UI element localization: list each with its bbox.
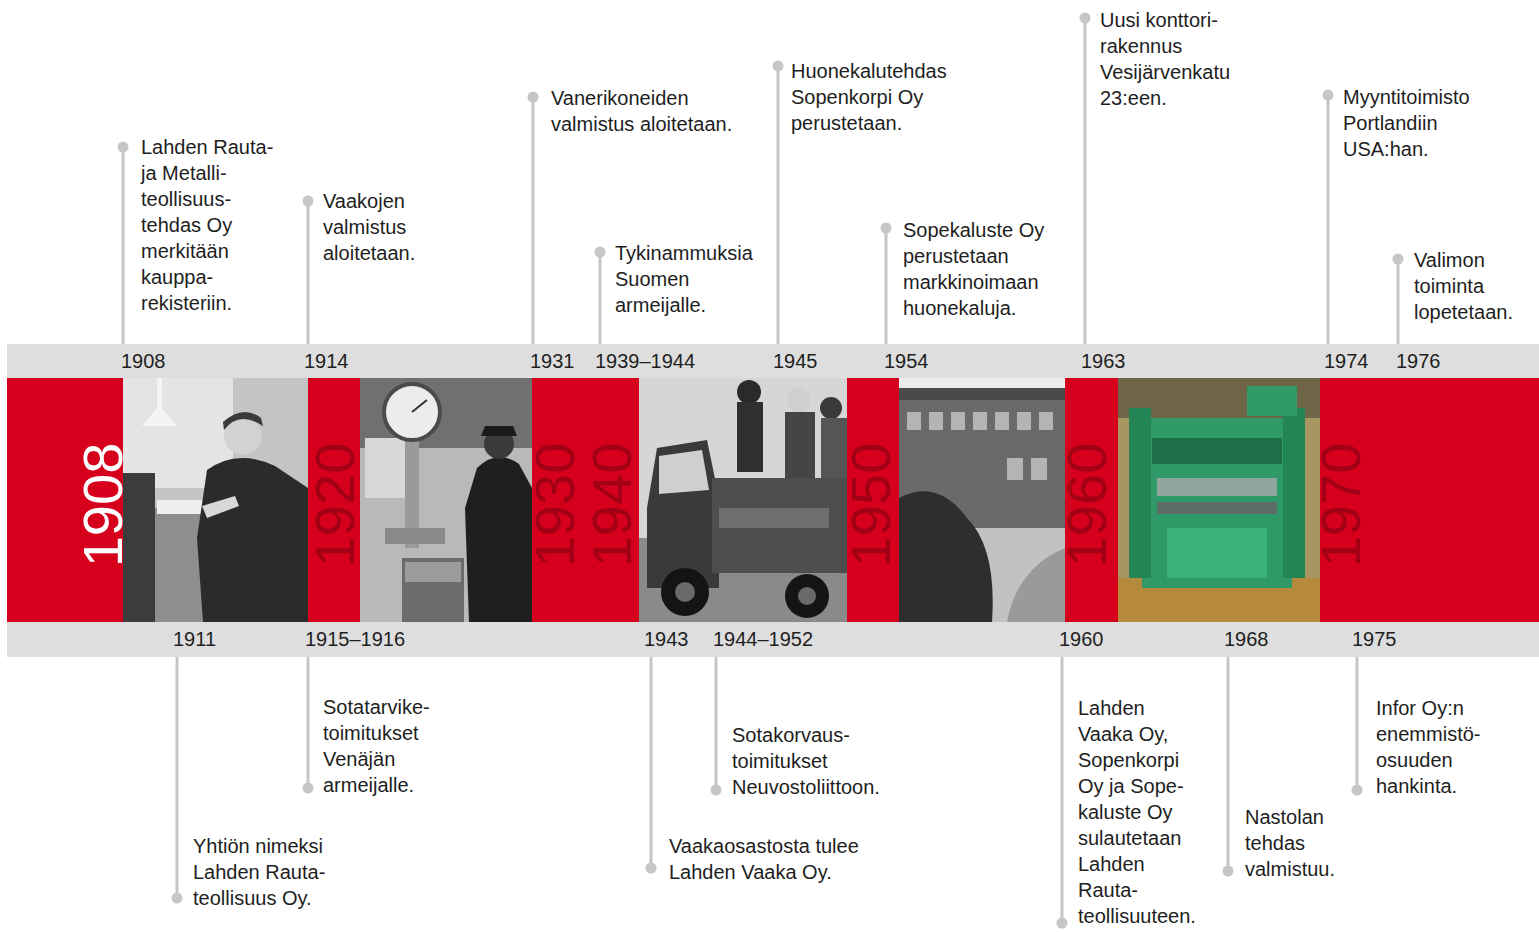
decade-label: 1930 — [527, 443, 583, 568]
event-text: Sotakorvaus- toimitukset Neuvostoliittoo… — [732, 722, 900, 800]
leader-line — [1084, 18, 1087, 344]
leader-dot — [595, 247, 606, 258]
leader-dot — [711, 785, 722, 796]
year-label: 1960 — [1059, 622, 1104, 657]
year-label: 1931 — [530, 344, 575, 378]
leader-line — [650, 657, 653, 868]
event-text: Sotatarvike- toimitukset Venäjän armeija… — [323, 694, 443, 798]
year-label: 1968 — [1224, 622, 1269, 657]
leader-dot — [303, 783, 314, 794]
leader-line — [307, 657, 310, 788]
year-label: 1954 — [884, 344, 929, 378]
event-text: Tykinammuksia Suomen armeijalle. — [615, 240, 765, 318]
year-label: 1963 — [1081, 344, 1126, 378]
year-label: 1914 — [304, 344, 349, 378]
leader-line — [599, 252, 602, 344]
event-text: Yhtiön nimeksi Lahden Rauta- teollisuus … — [193, 833, 335, 911]
year-label: 1939–1944 — [595, 344, 695, 378]
event-text: Nastolan tehdas valmistuu. — [1245, 804, 1350, 882]
leader-dot — [1323, 90, 1334, 101]
archive-photo — [1118, 378, 1320, 622]
event-text: Lahden Vaaka Oy, Sopenkorpi Oy ja Sope- … — [1078, 695, 1201, 929]
year-label: 1944–1952 — [713, 622, 813, 657]
leader-dots — [118, 13, 1404, 929]
leader-line — [122, 147, 125, 344]
leader-line — [532, 97, 535, 344]
event-text: Uusi konttori- rakennus Vesijärvenkatu 2… — [1100, 7, 1255, 111]
leader-line — [715, 657, 718, 790]
leader-dot — [646, 863, 657, 874]
leader-dot — [1393, 254, 1404, 265]
year-label: 1915–1916 — [305, 622, 405, 657]
leader-line — [1327, 95, 1330, 344]
leader-dot — [172, 893, 183, 904]
archive-photo — [123, 378, 308, 622]
leader-line — [307, 201, 310, 344]
archive-photo — [639, 378, 847, 622]
event-text: Sopekaluste Oy perustetaan markkinoimaan… — [903, 217, 1058, 321]
timeline-band: 1908 1920 19301940 1950 1960 1970 — [7, 378, 1539, 622]
year-label: 1908 — [121, 344, 166, 378]
archive-photos — [7, 378, 1539, 622]
event-text: Valimon toiminta lopetetaan. — [1414, 247, 1524, 325]
event-text: Infor Oy:n enemmistö- osuuden hankinta. — [1376, 695, 1491, 799]
decade-label: 1940 — [584, 443, 640, 568]
archive-photo — [899, 378, 1065, 622]
leader-dot — [303, 196, 314, 207]
leader-dot — [118, 142, 129, 153]
leader-dot — [1223, 866, 1234, 877]
leader-dot — [528, 92, 539, 103]
decade-label: 1908 — [75, 443, 131, 568]
leader-line — [1397, 259, 1400, 344]
leader-line — [1227, 657, 1230, 871]
leader-dot — [1080, 13, 1091, 24]
archive-photo — [360, 378, 532, 622]
year-label: 1974 — [1324, 344, 1369, 378]
year-label: 1976 — [1396, 344, 1441, 378]
year-label: 1975 — [1352, 622, 1397, 657]
leader-dot — [1352, 785, 1363, 796]
year-label: 1911 — [173, 622, 216, 657]
leader-line — [777, 66, 780, 344]
timeline-band: 1908 1914 1931 1939–1944 1945 1954 1963 1974 197… — [7, 344, 1539, 378]
decade-label: 1950 — [843, 443, 899, 568]
leader-lines — [123, 18, 1398, 923]
decade-label: 1970 — [1313, 443, 1369, 568]
leader-dot — [773, 61, 784, 72]
decade-label: 1920 — [307, 443, 363, 568]
event-text: Myyntitoimisto Portlandiin USA:han. — [1343, 84, 1488, 162]
leader-line — [1061, 657, 1064, 923]
leader-dot — [881, 223, 892, 234]
leader-line — [176, 657, 179, 898]
leader-line — [1356, 657, 1359, 790]
event-text: Vaakojen valmistus aloitetaan. — [323, 188, 433, 266]
decade-label: 1960 — [1059, 443, 1115, 568]
year-label: 1943 — [644, 622, 689, 657]
leader-dot — [1057, 918, 1068, 929]
event-text: Vanerikoneiden valmistus aloitetaan. — [551, 85, 746, 137]
event-text: Lahden Rauta- ja Metalli- teollisuus- te… — [141, 134, 286, 316]
leader-line — [885, 228, 888, 344]
year-label: 1945 — [773, 344, 818, 378]
timeline-band: 1911 1915–1916 1943 1944–1952 1960 1968 1975 — [7, 622, 1539, 657]
event-text: Vaakaosastosta tulee Lahden Vaaka Oy. — [669, 833, 881, 885]
event-text: Huonekalutehdas Sopenkorpi Oy perustetaa… — [791, 58, 961, 136]
